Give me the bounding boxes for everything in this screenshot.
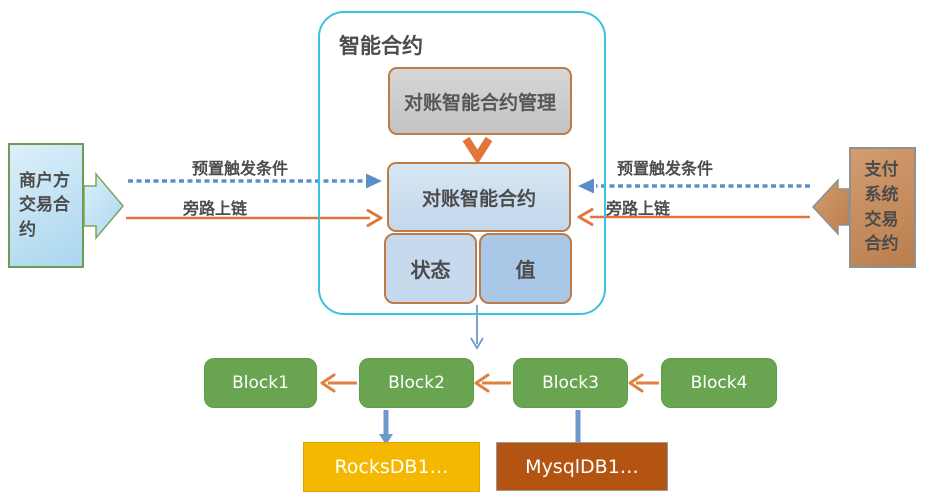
right-trigger-condition-label: 预置触发条件 xyxy=(617,159,714,178)
block4-label: Block4 xyxy=(690,373,748,393)
payment-system-contract-label: 支付系统交易合约 xyxy=(864,160,899,255)
contract-node-label: 对账智能合约 xyxy=(421,187,536,210)
block2-node: Block2 xyxy=(359,358,474,408)
block3-node: Block3 xyxy=(513,358,628,408)
reconciliation-contract-management-node: 对账智能合约管理 xyxy=(388,67,572,135)
value-node: 值 xyxy=(479,233,572,304)
block3-label: Block3 xyxy=(542,373,599,393)
block1-node: Block1 xyxy=(204,358,317,408)
state-node-label: 状态 xyxy=(410,258,451,282)
merchant-contract-label: 商户方交易合约 xyxy=(19,170,70,240)
management-node-label: 对账智能合约管理 xyxy=(403,91,556,114)
merchant-arrow-icon xyxy=(83,171,124,241)
left-bypass-onchain-label: 旁路上链 xyxy=(183,199,248,218)
block2-to-block1-arrowhead-icon xyxy=(320,373,336,393)
smart-contract-container xyxy=(318,11,606,315)
rocksdb-node: RocksDB1… xyxy=(303,442,480,492)
state-node: 状态 xyxy=(384,233,477,304)
payment-arrow-icon xyxy=(811,178,850,236)
mysqldb-label: MysqlDB1… xyxy=(525,455,639,478)
right-bypass-onchain-label: 旁路上链 xyxy=(606,199,671,218)
reconciliation-contract-node: 对账智能合约 xyxy=(387,162,571,232)
block2-label: Block2 xyxy=(388,373,445,393)
block4-node: Block4 xyxy=(661,358,777,408)
contract-to-chain-arrowhead-icon xyxy=(470,337,484,350)
smart-contract-title: 智能合约 xyxy=(339,34,423,58)
merchant-contract-node: 商户方交易合约 xyxy=(8,143,84,268)
block1-label: Block1 xyxy=(232,373,289,393)
left-trigger-condition-label: 预置触发条件 xyxy=(192,159,289,178)
rocksdb-label: RocksDB1… xyxy=(334,456,449,478)
mysqldb-node: MysqlDB1… xyxy=(496,442,668,491)
value-node-label: 值 xyxy=(515,258,536,282)
block4-to-block3-arrowhead-icon xyxy=(628,373,644,393)
block3-to-block2-arrowhead-icon xyxy=(474,373,490,393)
payment-system-contract-node: 支付系统交易合约 xyxy=(849,147,916,268)
